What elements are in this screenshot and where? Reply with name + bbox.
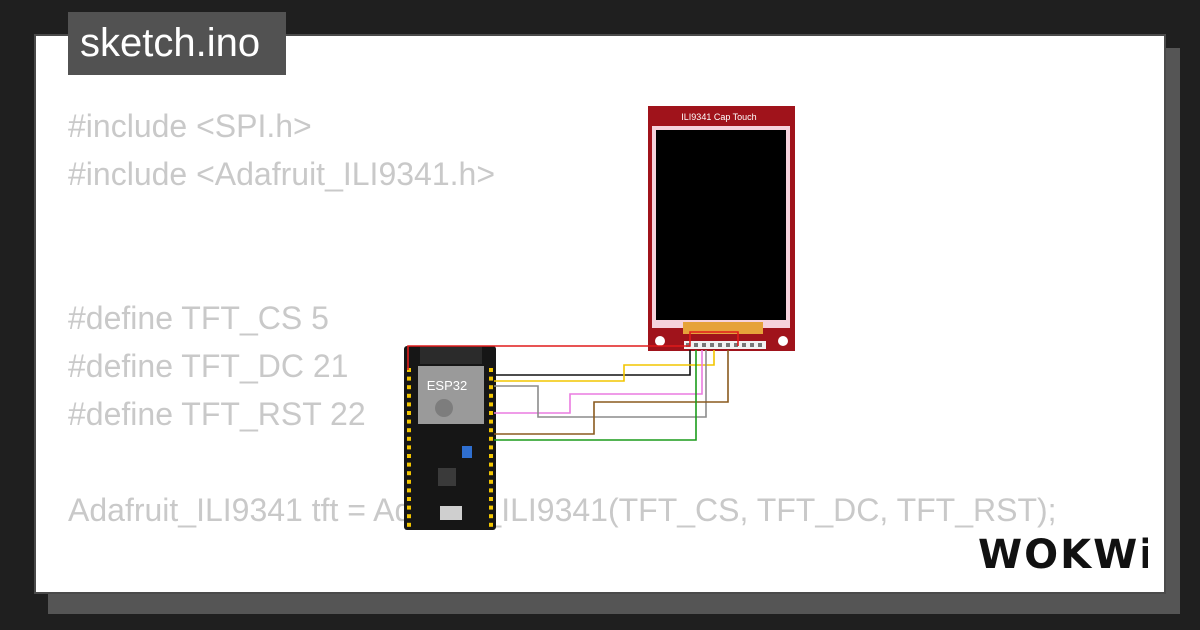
header-pin: [407, 411, 411, 415]
project-card: #include <SPI.h> #include <Adafruit_ILI9…: [34, 34, 1166, 594]
header-pin: [489, 428, 493, 433]
header-pin: [407, 402, 411, 407]
header-pin: [407, 428, 411, 433]
wokwi-logo: WOKWi: [978, 532, 1148, 576]
header-pin: [407, 462, 411, 467]
header-pin: [489, 462, 493, 467]
header-pin: [407, 497, 411, 501]
header-pin: [489, 479, 493, 484]
code-preview: #include <SPI.h> #include <Adafruit_ILI9…: [68, 108, 1057, 592]
header-pin: [407, 471, 411, 476]
header-pin: [407, 376, 411, 381]
filename-tab: sketch.ino: [68, 12, 286, 75]
esp32-right-pins: [489, 368, 493, 527]
header-pin: [489, 454, 493, 458]
mcu-label: ESP32: [427, 378, 467, 393]
wire-green: [494, 350, 697, 441]
header-pin: [407, 505, 411, 510]
header-pin: [489, 436, 493, 441]
header-pin: [407, 522, 411, 527]
header-pin: [489, 505, 493, 510]
header-pin: [407, 454, 411, 458]
header-pin: [489, 522, 493, 527]
header-pin: [407, 514, 411, 519]
header-pin: [489, 471, 493, 476]
header-pin: [407, 479, 411, 484]
header-pin: [489, 411, 493, 415]
header-pin: [489, 488, 493, 493]
ili9341-display[interactable]: ILI9341 Cap Touch: [648, 106, 795, 351]
wire-black: [494, 350, 691, 376]
header-pin: [489, 376, 493, 381]
header-pin: [407, 385, 411, 390]
wire-gray: [494, 350, 707, 418]
header-pin: [489, 393, 493, 398]
header-pin: [489, 402, 493, 407]
header-pin: [489, 514, 493, 519]
wire-brown: [494, 350, 729, 435]
display-pin-header: [686, 343, 762, 347]
mounting-hole: [655, 336, 665, 346]
header-pin: [489, 385, 493, 390]
header-pin: [489, 368, 493, 372]
esp32-left-pins: [407, 368, 411, 527]
header-pin: [407, 419, 411, 424]
display-label: ILI9341 Cap Touch: [681, 112, 756, 122]
espressif-logo-icon: [435, 399, 453, 417]
wire-yellow: [494, 350, 715, 382]
wire-red: [407, 331, 739, 370]
display-screen: [656, 130, 786, 320]
header-pin: [489, 497, 493, 501]
header-pin: [407, 368, 411, 372]
wires: [407, 331, 739, 441]
esp32-board[interactable]: ESP32: [404, 346, 496, 530]
mounting-hole: [778, 336, 788, 346]
header-pin: [489, 419, 493, 424]
header-pin: [407, 488, 411, 493]
svg-text:WOKWi: WOKWi: [978, 532, 1148, 576]
header-pin: [407, 393, 411, 398]
header-pin: [407, 436, 411, 441]
wire-pink: [494, 350, 703, 414]
header-pin: [489, 445, 493, 450]
header-pin: [407, 445, 411, 450]
usb-port: [440, 506, 462, 520]
